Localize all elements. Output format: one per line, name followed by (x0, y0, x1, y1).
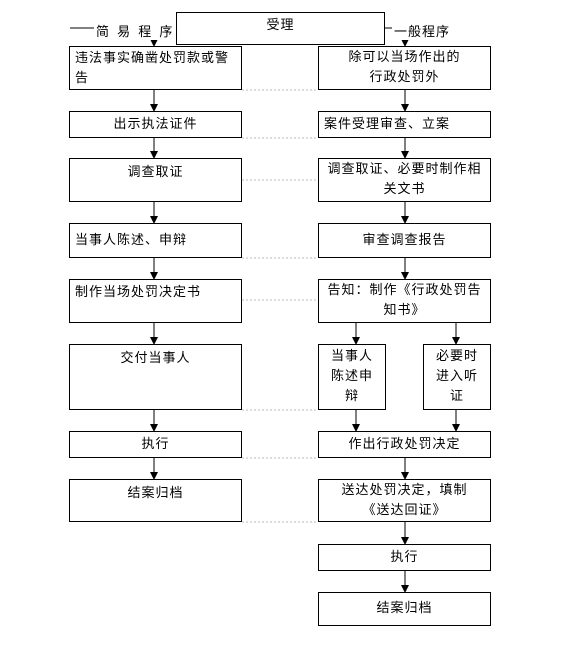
left-node-8-label: 结案归档 (127, 486, 184, 501)
right-node-6a-label: 当事人陈述申辩 (330, 349, 373, 404)
left-node-6-label: 交付当事人 (120, 351, 191, 366)
right-node-4-label: 审查调查报告 (362, 232, 447, 248)
right-node-9: 执行 (318, 544, 491, 571)
left-node-4-label: 当事人陈述、申辩 (75, 232, 188, 248)
right-node-2-label: 案件受理审查、立案 (324, 116, 451, 132)
node-receive-label: 受理 (266, 18, 295, 33)
left-node-1-label: 违法事实确凿处罚款或警告 (75, 51, 230, 86)
right-node-3: 调查取证、必要时制作相关文书 (318, 158, 491, 202)
left-node-2-label: 出示执法证件 (113, 116, 198, 132)
right-node-7: 作出行政处罚决定 (318, 431, 491, 458)
left-node-6: 交付当事人 (69, 344, 242, 410)
right-node-6b: 必要时进入听证 (423, 344, 491, 410)
right-node-10: 结案归档 (318, 592, 491, 626)
left-node-7: 执行 (69, 431, 242, 458)
left-node-4: 当事人陈述、申辩 (69, 223, 242, 258)
node-receive: 受理 (176, 12, 385, 45)
right-node-5: 告知：制作《行政处罚告知书》 (318, 279, 491, 323)
right-node-4: 审查调查报告 (318, 223, 491, 258)
right-node-3-label: 调查取证、必要时制作相关文书 (327, 162, 482, 197)
left-node-5: 制作当场处罚决定书 (69, 279, 242, 323)
left-node-1: 违法事实确凿处罚款或警告 (69, 46, 242, 90)
right-node-7-label: 作出行政处罚决定 (348, 436, 461, 452)
right-node-1: 除可以当场作出的行政处罚外 (318, 46, 491, 90)
label-general-procedure: 一般程序 (392, 21, 453, 40)
right-node-10-label: 结案归档 (376, 601, 433, 616)
right-node-8: 送达处罚决定，填制《送达回证》 (318, 479, 491, 522)
dotted-guides (242, 89, 318, 523)
left-node-8: 结案归档 (69, 479, 242, 522)
right-node-9-label: 执行 (390, 549, 419, 565)
right-node-2: 案件受理审查、立案 (318, 111, 491, 138)
left-node-7-label: 执行 (141, 436, 170, 452)
left-node-3: 调查取证 (69, 158, 242, 202)
right-node-6b-label: 必要时进入听证 (435, 349, 478, 404)
right-node-6a: 当事人陈述申辩 (318, 344, 386, 410)
left-node-5-label: 制作当场处罚决定书 (75, 285, 202, 300)
label-simple-procedure: 简 易 程 序 (94, 21, 177, 40)
left-node-2: 出示执法证件 (69, 111, 242, 138)
right-node-8-label: 送达处罚决定，填制《送达回证》 (341, 482, 468, 518)
right-node-1-label: 除可以当场作出的行政处罚外 (348, 50, 461, 85)
right-node-5-label: 告知：制作《行政处罚告知书》 (327, 283, 482, 318)
left-node-3-label: 调查取证 (127, 165, 184, 180)
